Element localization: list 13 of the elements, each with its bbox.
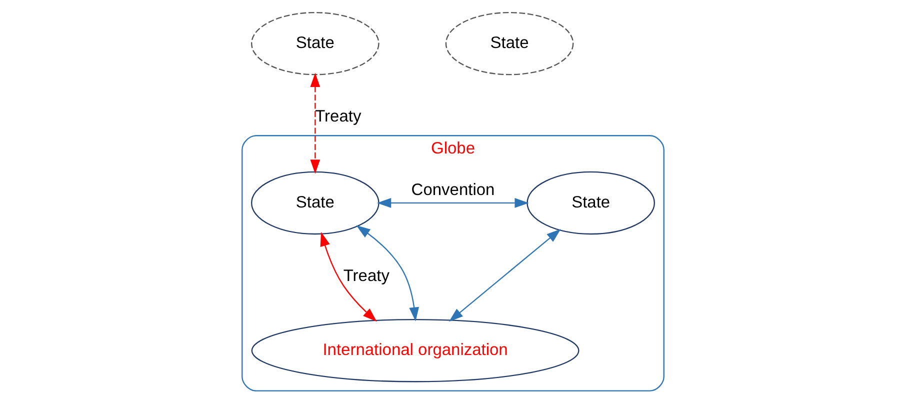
node-ellipse: State [250,171,379,235]
node-ellipse: State [526,171,654,235]
arrow [356,225,419,322]
arrow [310,72,320,174]
node-ellipse: State [250,12,379,76]
arrow [448,228,560,322]
node-ellipse: International organization [250,319,579,382]
arrow [376,198,528,208]
edge-label: Treaty [314,108,361,126]
edge-label: Convention [410,180,494,199]
arrow [320,232,376,322]
edge-label: Treaty [342,267,389,286]
node-ellipse: State [444,12,574,76]
